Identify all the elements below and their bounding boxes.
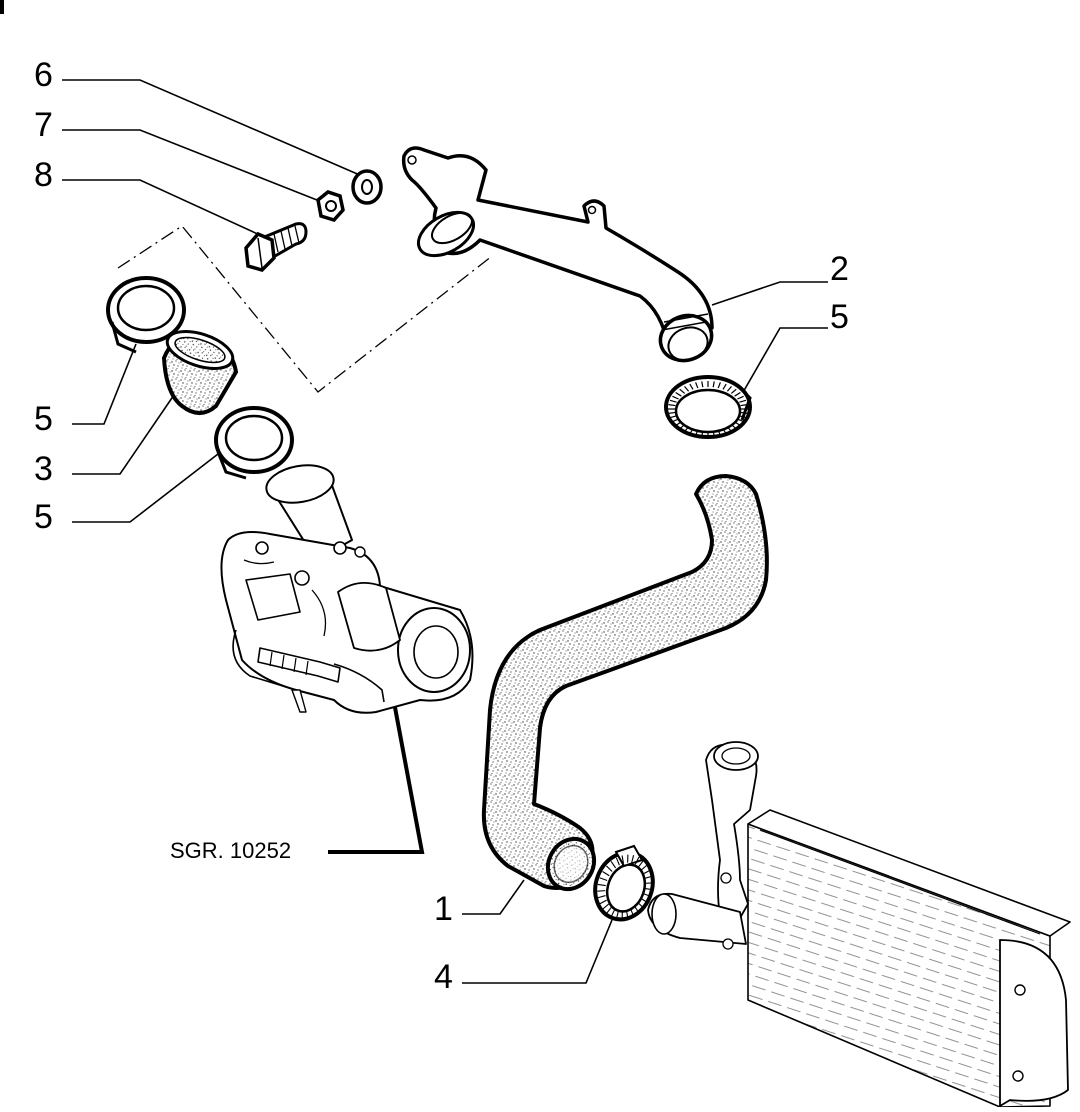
ring-tick (645, 883, 653, 884)
nut-part-7 (318, 192, 343, 220)
intercooler (648, 742, 1070, 1107)
callout-2: 2 (830, 252, 849, 286)
callout-5-lower-left: 5 (34, 500, 53, 534)
callout-3: 3 (34, 452, 53, 486)
callout-5-right: 5 (830, 300, 849, 334)
callout-7: 7 (34, 108, 53, 142)
callout-1: 1 (434, 892, 453, 926)
leader-4 (462, 920, 612, 983)
bolt-part-8 (246, 224, 306, 270)
pipe-part-2 (404, 148, 718, 368)
leader-7 (62, 130, 322, 202)
leader-3 (72, 392, 176, 474)
leader-6 (62, 80, 362, 176)
leader-8 (62, 180, 262, 236)
sleeve-part-3 (163, 324, 238, 413)
callout-5-upper-left: 5 (34, 402, 53, 436)
clamp-ring-part-5-lower (216, 408, 292, 478)
leader-5-upper (72, 344, 136, 424)
clamp-ring-part-5-right (666, 377, 750, 437)
callout-8: 8 (34, 158, 53, 192)
leader-5-lower (72, 454, 218, 522)
turbocharger-assembly (221, 460, 472, 712)
callout-6: 6 (34, 58, 53, 92)
washer-part-6 (353, 171, 381, 203)
callout-4: 4 (434, 960, 453, 994)
leader-sgr (328, 702, 422, 852)
corner-mark (0, 0, 4, 14)
leader-2 (712, 282, 828, 305)
ring-tick (597, 891, 605, 892)
leader-1 (462, 880, 524, 914)
reference-label-sgr: SGR. 10252 (170, 840, 291, 862)
leader-5-right (742, 328, 828, 394)
